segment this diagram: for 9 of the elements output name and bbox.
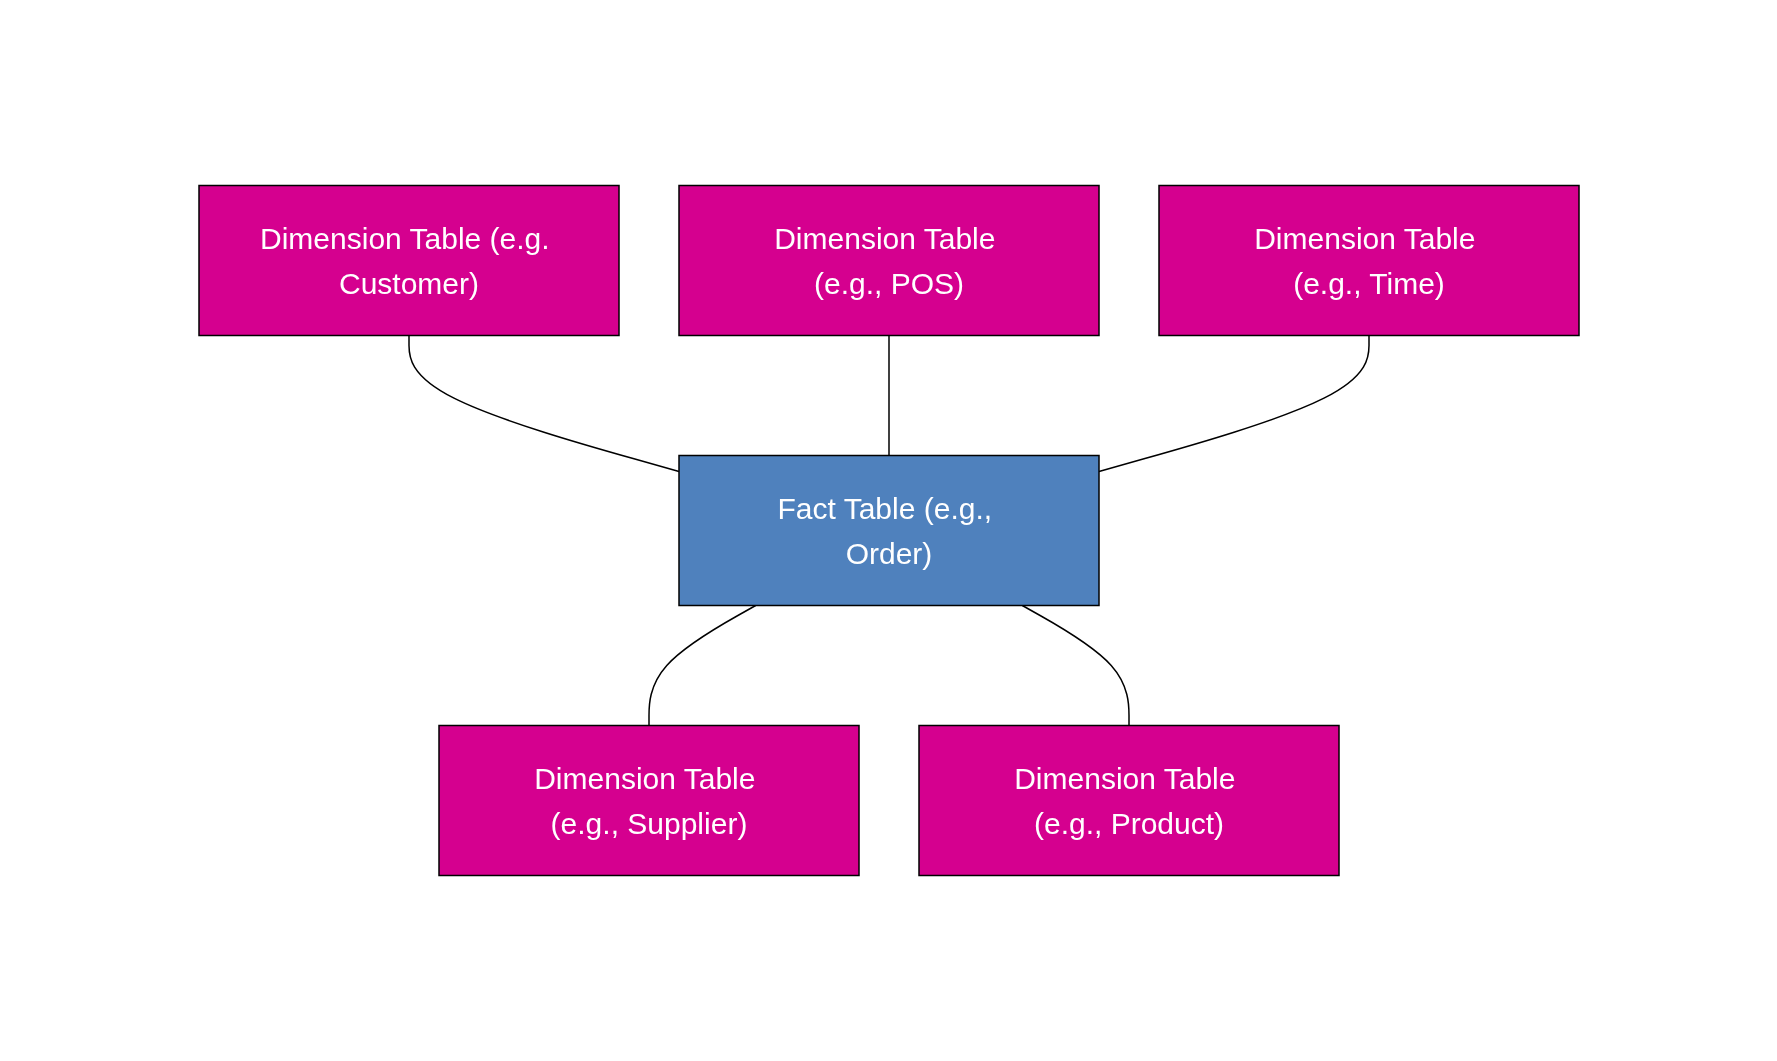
node-box: Dimension Table (e.g. Customer) [197, 184, 620, 337]
node-box: Dimension Table (e.g., POS) [677, 184, 1100, 337]
node-box: Dimension Table (e.g., Product) [917, 724, 1340, 877]
node-box: Dimension Table (e.g., Supplier) [437, 724, 860, 877]
node-box: Dimension Table (e.g., Time) [1157, 184, 1580, 337]
connector [647, 604, 756, 727]
connector [887, 334, 890, 457]
node-box: Fact Table (e.g., Order) [677, 454, 1100, 607]
connector [1021, 604, 1130, 727]
